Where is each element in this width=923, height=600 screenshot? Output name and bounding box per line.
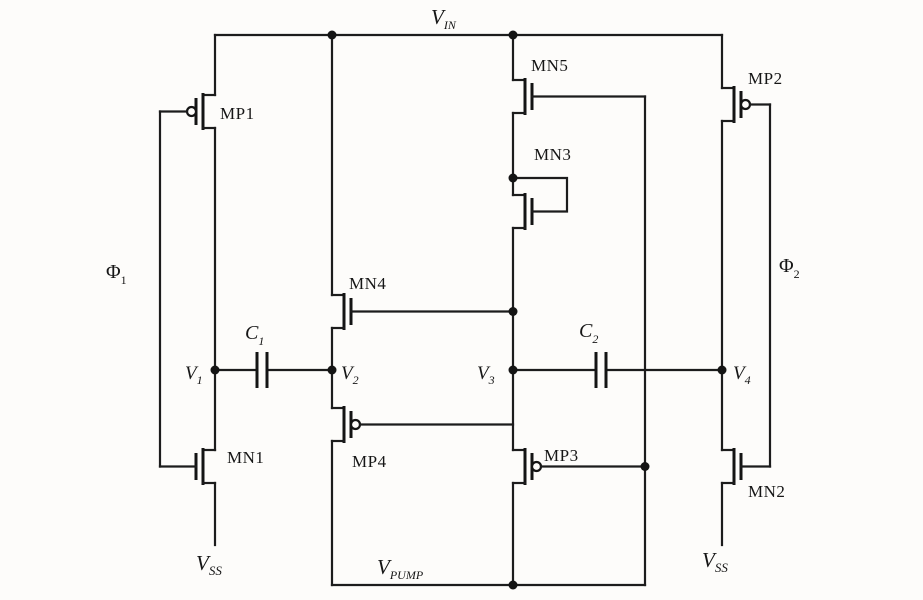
node-v2-label: V2: [341, 363, 359, 387]
node-v3-label: V3: [477, 363, 495, 387]
transistor-mn3-label: MN3: [534, 145, 571, 164]
junction-dot-v4: [717, 365, 727, 375]
transistor-mn5: [511, 78, 647, 115]
transistor-mn5-label: MN5: [531, 56, 568, 75]
capacitor-c2: [594, 352, 608, 388]
cap-c2-label: C2: [579, 320, 598, 346]
junction-dot: [508, 30, 518, 40]
junction-dot: [508, 173, 518, 183]
transistor-mp2: [720, 86, 772, 123]
junction-dot: [508, 580, 518, 590]
capacitor-c1: [255, 352, 269, 388]
junction-dot-v1: [210, 365, 220, 375]
transistor-mp1: [158, 93, 217, 130]
transistor-mp1-label: MP1: [220, 104, 255, 123]
wires: [158, 33, 772, 587]
phi1-label: Φ1: [106, 261, 127, 287]
junction-dot-v3: [508, 365, 518, 375]
transistor-mn1-label: MN1: [227, 448, 264, 467]
junction-dot: [327, 30, 337, 40]
mp1-bubble: [185, 105, 198, 118]
mp3-bubble: [530, 460, 543, 473]
vpump-label: VPUMP: [377, 555, 424, 582]
node-v4-label: V4: [733, 363, 751, 387]
transistor-mn2: [720, 448, 772, 485]
transistor-mn2-label: MN2: [748, 482, 785, 501]
phi2-label: Φ2: [779, 255, 800, 281]
mp4-bubble: [349, 418, 362, 431]
labels: VIN VSS VSS VPUMP Φ1 Φ2 V1 V2 V3 V4 C1 C…: [106, 5, 800, 582]
junction-dot: [640, 462, 650, 471]
transistor-mp4-label: MP4: [352, 452, 387, 471]
junction-dots: [210, 30, 727, 590]
transistor-mp2-label: MP2: [748, 69, 783, 88]
vss-right-label: VSS: [702, 548, 728, 575]
transistor-mn4-label: MN4: [349, 274, 386, 293]
junction-dot: [508, 307, 518, 316]
mp2-bubble: [739, 98, 752, 111]
transistor-mn3: [511, 176, 569, 230]
cap-c1-label: C1: [245, 322, 264, 348]
node-v1-label: V1: [185, 363, 203, 387]
junction-dot-v2: [327, 365, 337, 375]
vss-left-label: VSS: [196, 551, 222, 578]
vin-label: VIN: [431, 5, 457, 32]
mn3-diode-loop: [511, 176, 569, 213]
transistor-mn4: [330, 293, 515, 330]
transistor-mp4: [330, 406, 515, 443]
transistor-mp3: [511, 448, 647, 485]
transistor-mn1: [158, 448, 217, 485]
transistor-mp3-label: MP3: [544, 446, 579, 465]
